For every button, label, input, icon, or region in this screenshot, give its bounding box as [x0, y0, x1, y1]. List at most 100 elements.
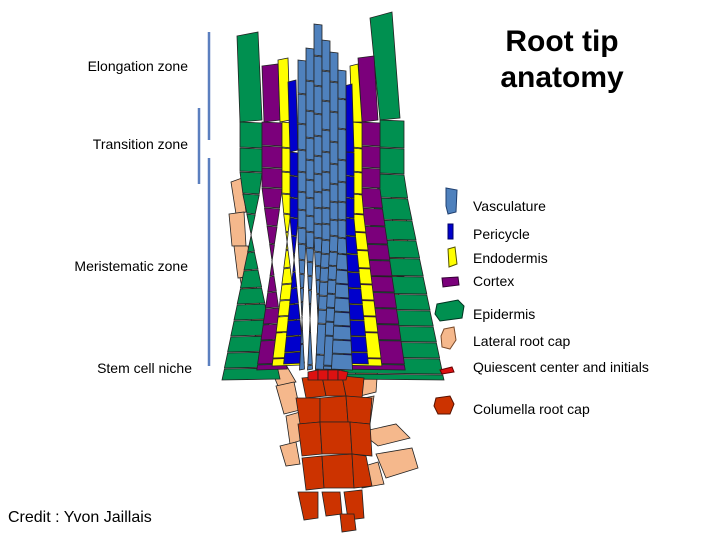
lateral-root-cap-cell: [228, 211, 247, 247]
vasculature-cell: [336, 253, 348, 271]
pericycle-cell: [289, 217, 299, 237]
vasculature-cell: [321, 223, 331, 241]
vasculature-cell: [308, 289, 312, 305]
vasculature-cell: [321, 100, 331, 131]
zone-label-elongation: Elongation zone: [87, 58, 188, 74]
vasculature-cell: [313, 55, 323, 87]
legend-label: Endodermis: [473, 250, 548, 266]
lateral-root-cap-cell-icon: [440, 326, 457, 350]
pericycle-cell: [287, 79, 299, 153]
zone-label-meristematic: Meristematic zone: [74, 258, 188, 274]
vasculature-cell: [297, 209, 307, 229]
endodermis-cell: [285, 231, 289, 251]
vasculature-cell: [337, 201, 347, 221]
vasculature-cell: [297, 93, 307, 125]
vasculature-cell: [313, 237, 323, 253]
pericycle-cell: [289, 197, 299, 219]
cortex-cell: [261, 63, 281, 123]
vasculature-cell: [297, 171, 307, 193]
vasculature-cell: [313, 23, 323, 57]
vasculature-cell: [313, 135, 323, 157]
vasculature-cell: [297, 191, 307, 211]
epidermis-cell: [247, 233, 255, 253]
columella-cell: [321, 453, 355, 489]
vasculature-cell: [336, 237, 348, 255]
epidermis-cell: [239, 121, 263, 149]
vasculature-cell: [305, 247, 315, 263]
epidermis-cell: [379, 119, 405, 149]
vasculature-cell: [297, 227, 307, 245]
title-line-1: Root tip: [505, 25, 619, 58]
columella-cell: [297, 491, 319, 521]
cortex-cell: [269, 259, 275, 277]
columella-cell: [351, 453, 373, 489]
vasculature-cell-icon: [445, 187, 458, 215]
columella-cell: [321, 491, 343, 517]
quiescent-center-layer: [307, 369, 349, 381]
pericycle-cell: [345, 197, 355, 219]
legend-label: Epidermis: [473, 306, 536, 322]
vasculature-cell: [334, 283, 350, 299]
legend-item-lateral-root-cap: Lateral root cap: [432, 326, 712, 350]
vasculature-cell: [333, 297, 351, 313]
vasculature-cell: [305, 110, 315, 139]
legend-label: Quiescent center and initials: [473, 359, 649, 375]
epidermis-cell: [239, 269, 263, 289]
lateral-root-cap-cell: [359, 423, 411, 447]
legend-item-epidermis: Epidermis: [432, 298, 712, 322]
vasculature-cell: [332, 325, 352, 341]
legend-label: Vasculature: [473, 198, 546, 214]
pericycle-cell-icon: [447, 223, 454, 240]
epidermis-cell-icon: [434, 299, 465, 322]
vasculature-cell: [305, 80, 315, 112]
cortex-cell: [261, 121, 283, 147]
vasculature-cell: [307, 275, 313, 291]
pericycle-cell: [345, 175, 355, 199]
vasculature-cell: [305, 159, 315, 181]
quiescent-center-cell: [317, 369, 329, 381]
epidermis-cell: [239, 171, 263, 195]
epidermis-cell: [221, 367, 281, 381]
epidermis-cell: [236, 287, 266, 305]
credit-text: Credit : Yvon Jaillais: [8, 509, 152, 526]
endodermis-cell: [283, 249, 291, 269]
zone-label-transition: Transition zone: [92, 136, 188, 152]
lateral-root-cap-cell: [279, 441, 301, 467]
endodermis-cell-icon: [447, 246, 458, 268]
vasculature-cell: [329, 201, 339, 221]
vasculature-cell: [307, 364, 313, 371]
vasculature-cell: [321, 189, 331, 209]
legend-item-columella: Columella root cap: [432, 394, 712, 418]
pericycle-cell: [292, 253, 296, 273]
vasculature-cell: [305, 215, 315, 233]
vasculature-cell: [337, 181, 347, 203]
vasculature-cell: [313, 173, 323, 193]
quiescent-center-cell-icon: [439, 366, 455, 375]
vasculature-cell: [313, 191, 323, 209]
epidermis-cell: [239, 147, 263, 173]
legend-item-vasculature: Vasculature: [432, 186, 712, 215]
cortex-cell: [359, 121, 381, 147]
columella-cell: [301, 455, 325, 491]
vasculature-cell: [335, 269, 349, 285]
legend-item-cortex: Cortex: [432, 272, 712, 296]
vasculature-cell: [305, 179, 315, 199]
vasculature-cell: [331, 353, 353, 371]
columella-cell: [295, 397, 321, 425]
vasculature-cell: [297, 123, 307, 151]
legend-item-endodermis: Endodermis: [432, 246, 712, 270]
epidermis-cell: [242, 193, 260, 215]
vasculature-cell: [313, 207, 323, 225]
pericycle-cell: [289, 151, 299, 177]
columella-layer: [295, 375, 373, 533]
cortex-cell: [269, 243, 275, 262]
vasculature-cell: [305, 47, 315, 82]
epidermis-cell: [246, 213, 256, 236]
columella-cell: [345, 395, 373, 425]
endodermis-cell: [283, 213, 291, 233]
cortex-cell: [359, 145, 381, 169]
pericycle-cell: [290, 271, 298, 289]
cortex-cell: [264, 207, 280, 227]
vasculature-cell: [329, 219, 339, 237]
vasculature-cell: [329, 163, 339, 185]
